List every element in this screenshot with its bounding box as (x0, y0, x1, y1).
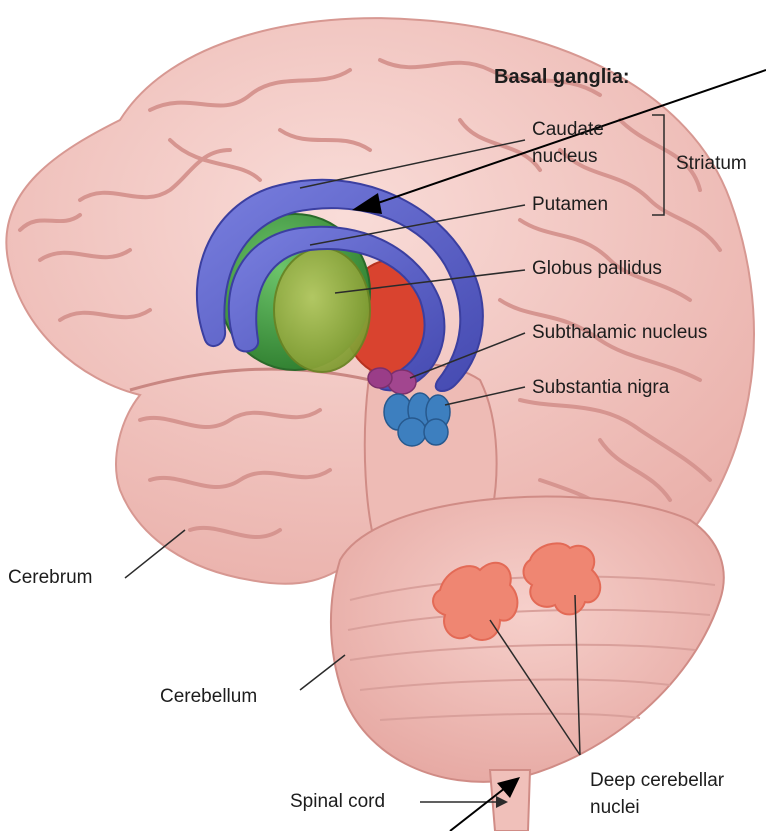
putamen-label: Putamen (532, 193, 608, 216)
subthalamic-nucleus-shape (388, 370, 416, 394)
caudate-label-line2: nucleus (532, 145, 598, 168)
subthalamic-nucleus-label: Subthalamic nucleus (532, 321, 707, 344)
deep-cerebellar-label-line1: Deep cerebellar (590, 769, 724, 792)
basal-ganglia-heading: Basal ganglia: (494, 66, 630, 89)
striatum-label: Striatum (676, 152, 747, 175)
globus-pallidus-shape (274, 248, 370, 372)
cerebellum-label: Cerebellum (160, 685, 257, 708)
deep-cerebellar-label-line2: nuclei (590, 796, 640, 819)
substantia-nigra-label: Substantia nigra (532, 376, 669, 399)
globus-pallidus-label: Globus pallidus (532, 257, 662, 280)
spinal-cord-label: Spinal cord (290, 790, 385, 813)
cerebellum-shape (331, 497, 724, 782)
caudate-label-line1: Caudate (532, 118, 604, 141)
cerebrum-label: Cerebrum (8, 566, 92, 589)
